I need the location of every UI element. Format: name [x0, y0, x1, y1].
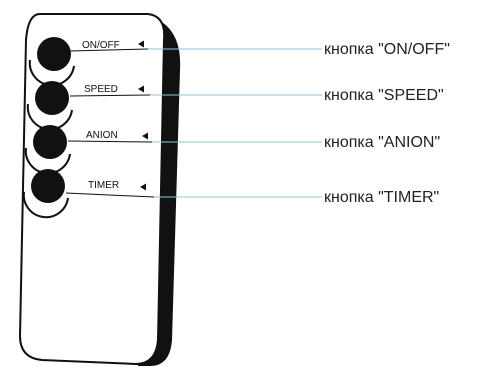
- callout-timer: кнопка "TIMER": [324, 189, 439, 206]
- arrow-left-icon: [142, 132, 148, 140]
- button-timer-knob[interactable]: [31, 169, 65, 203]
- button-speed-label: SPEED: [84, 84, 118, 95]
- callout-onoff: кнопка "ON/OFF": [324, 41, 450, 58]
- arrow-left-icon: [140, 183, 146, 191]
- callout-anion: кнопка "ANION": [324, 134, 440, 151]
- button-timer-underline: [65, 192, 155, 198]
- button-timer[interactable]: TIMER: [22, 169, 322, 219]
- button-speed-underline: [69, 94, 151, 97]
- button-onoff-knob[interactable]: [37, 37, 71, 71]
- button-speed-knob[interactable]: [35, 81, 69, 115]
- button-onoff[interactable]: ON/OFF: [28, 37, 322, 87]
- button-timer-label: TIMER: [88, 180, 119, 191]
- button-onoff-underline: [69, 48, 149, 52]
- button-anion-knob[interactable]: [33, 125, 67, 159]
- arrow-left-icon: [138, 85, 144, 93]
- button-timer-rim: [22, 191, 69, 219]
- button-speed[interactable]: SPEED: [26, 81, 322, 131]
- button-anion[interactable]: ANION: [24, 125, 322, 175]
- button-anion-label: ANION: [86, 130, 118, 141]
- callout-speed: кнопка "SPEED": [324, 87, 444, 104]
- button-onoff-label: ON/OFF: [82, 40, 120, 51]
- button-anion-underline: [67, 140, 153, 143]
- arrow-left-icon: [138, 40, 144, 48]
